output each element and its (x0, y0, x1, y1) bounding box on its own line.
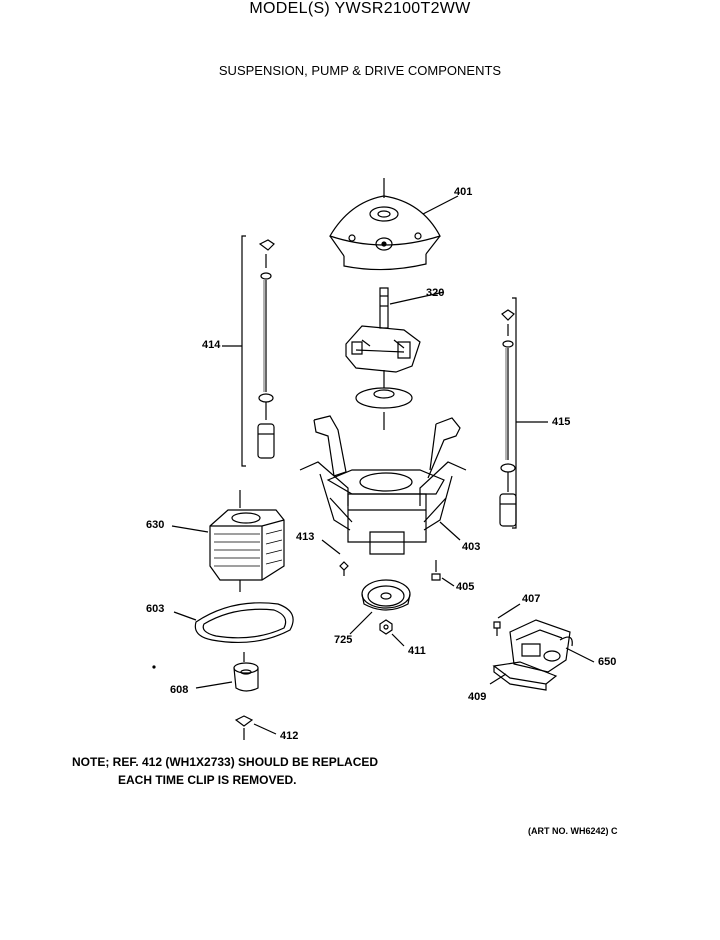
part-415-suspension-rod-right (500, 298, 548, 528)
part-403-mounting-base (300, 416, 466, 554)
model-title: MODEL(S) YWSR2100T2WW (249, 0, 471, 17)
callout-405: 405 (456, 581, 475, 593)
part-650-pump-switch (510, 620, 594, 672)
callout-407: 407 (522, 593, 541, 605)
callout-608: 608 (170, 684, 189, 696)
callout-403: 403 (462, 541, 481, 553)
part-725-drive-pulley (350, 580, 410, 634)
callout-411: 411 (408, 645, 426, 657)
part-630-drive-motor (172, 490, 284, 592)
art-number: (ART NO. WH6242) C (528, 826, 618, 836)
part-405-bolt (432, 560, 454, 586)
stray-dot (153, 666, 155, 668)
part-603-drive-belt (174, 603, 293, 643)
note-line-2: EACH TIME CLIP IS REMOVED. (118, 773, 297, 787)
part-413-screw (322, 540, 348, 576)
part-411-nut (380, 620, 404, 646)
callout-630: 630 (146, 519, 165, 531)
diagram-subtitle: SUSPENSION, PUMP & DRIVE COMPONENTS (218, 63, 502, 78)
callout-725: 725 (334, 634, 353, 646)
note-line-1: NOTE; REF. 412 (WH1X2733) SHOULD BE REPL… (72, 755, 379, 769)
callout-409: 409 (468, 691, 487, 703)
callout-320: 320 (426, 287, 445, 299)
part-414-suspension-rod-left (222, 236, 274, 466)
part-412-clip (236, 716, 276, 740)
callout-603: 603 (146, 603, 165, 615)
part-407-screw (494, 604, 520, 636)
callout-414: 414 (202, 339, 221, 351)
callout-415: 415 (552, 416, 571, 428)
callout-650: 650 (598, 656, 617, 668)
part-401-suspension-cap (330, 178, 458, 270)
part-608-pulley (196, 652, 258, 691)
callout-412: 412 (280, 730, 299, 742)
callout-413: 413 (296, 531, 315, 543)
callout-401: 401 (454, 186, 473, 198)
part-409-bracket (490, 662, 556, 690)
part-320-pump-assembly (346, 288, 444, 430)
